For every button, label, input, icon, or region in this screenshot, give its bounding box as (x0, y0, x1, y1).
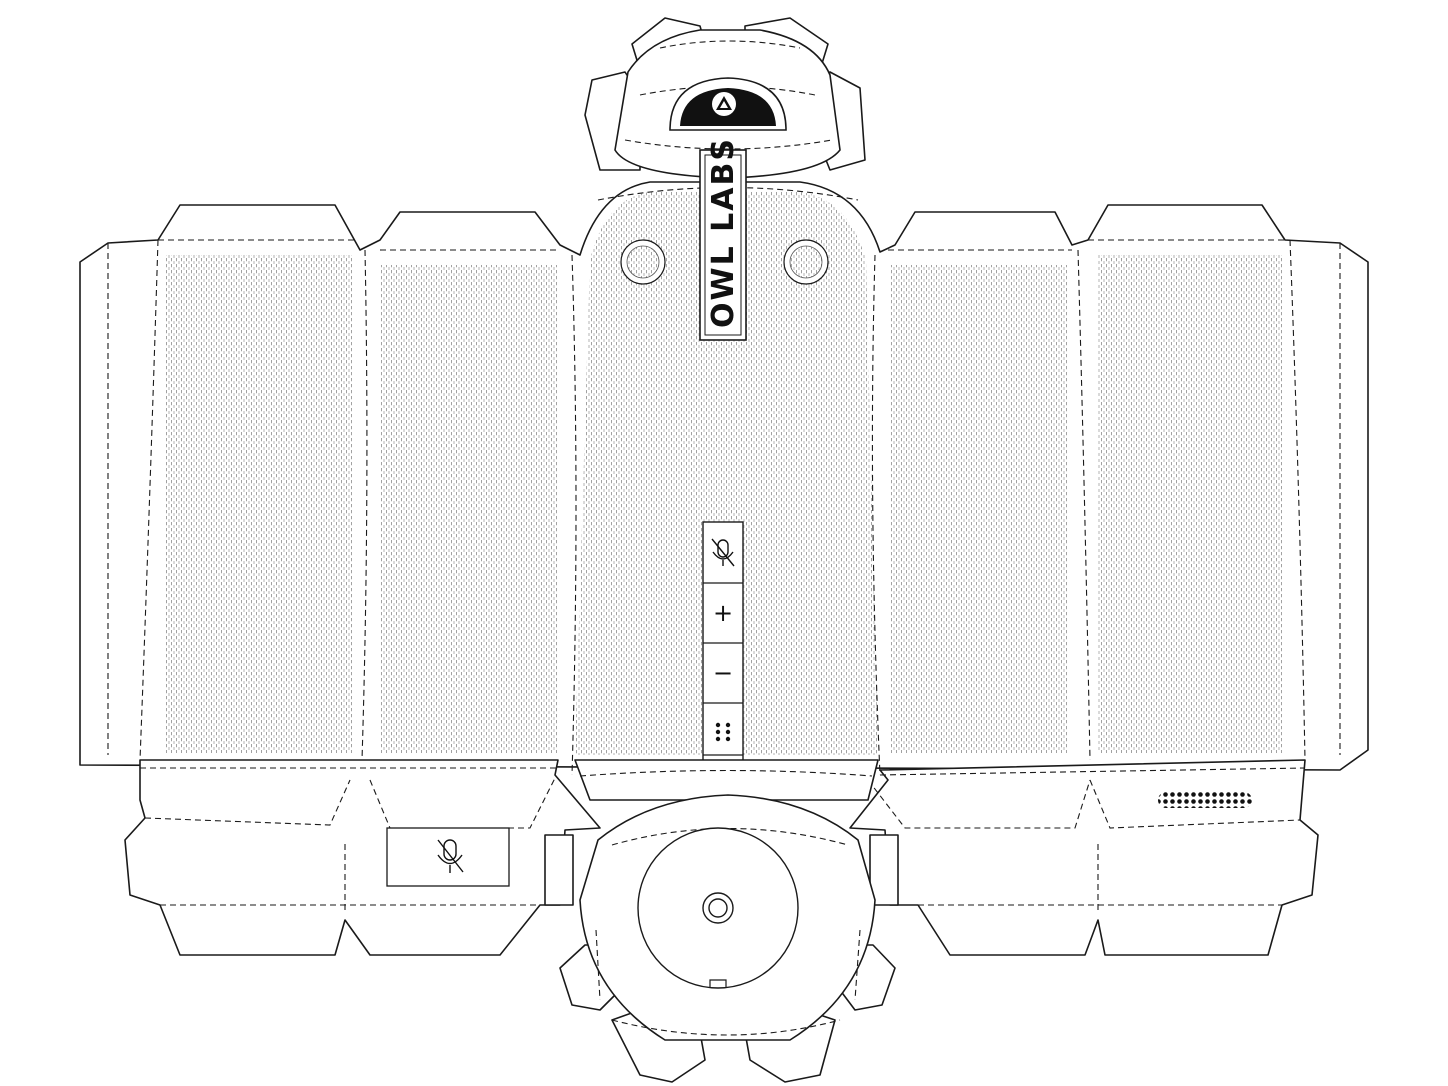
camera-logo-icon (716, 96, 732, 110)
mesh-panel-1 (165, 255, 353, 753)
side-mute-label (386, 827, 510, 887)
logo-band: OWL LABS (699, 137, 747, 341)
volume-down-button[interactable]: − (713, 659, 733, 687)
mesh-panel-center (575, 192, 878, 755)
base-center-inner (708, 898, 728, 918)
speaker-port-right (783, 239, 829, 285)
base-notch (709, 979, 727, 988)
mic-muted-icon[interactable] (711, 538, 735, 567)
base-center-outer (702, 892, 734, 924)
main-body: OWL LABS + − (79, 137, 1369, 785)
base-ring (637, 827, 799, 989)
dots-icon[interactable] (715, 722, 731, 742)
connector-left (544, 834, 574, 906)
connector-right (869, 834, 899, 906)
control-strip: + − (702, 521, 744, 785)
top-cap (584, 17, 866, 179)
mic-muted-icon (437, 839, 464, 873)
base-cap (559, 794, 896, 1083)
speaker-port-left (620, 239, 666, 285)
bottom-band-left (124, 759, 601, 956)
speaker-grille (1158, 792, 1252, 808)
body-outline (79, 181, 1369, 771)
brand-logo-text: OWL LABS (706, 137, 741, 328)
bottom-band (124, 759, 1319, 956)
mesh-panel-5 (1097, 255, 1282, 753)
mesh-panel-4 (890, 265, 1068, 753)
mesh-panel-2 (380, 265, 558, 753)
bottom-band-right (849, 759, 1319, 956)
camera-lens (712, 92, 736, 116)
center-neck (574, 759, 879, 801)
volume-up-button[interactable]: + (713, 599, 733, 627)
